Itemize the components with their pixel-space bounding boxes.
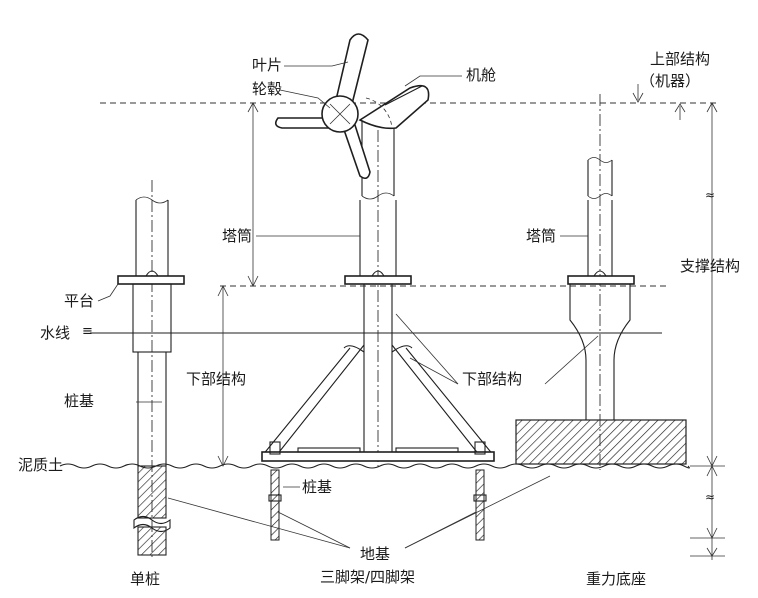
dimension-lines [217, 84, 725, 560]
gravity-base-structure [515, 94, 687, 470]
tripod-quadripod-label: 三脚架/四脚架 [320, 568, 416, 586]
foundation-label: 地基 [360, 545, 391, 563]
support-structure-label: 支撑结构 [680, 257, 741, 275]
gravity-base-block [515, 419, 687, 465]
mudline [59, 463, 690, 469]
nacelle-label: 机舱 [466, 66, 497, 84]
tower-left-label: 塔筒 [222, 227, 253, 245]
gravity-base-label: 重力底座 [586, 570, 647, 588]
blade-label: 叶片 [252, 56, 283, 74]
upper-structure-label: 上部结构 [650, 50, 711, 68]
waterline-label: 水线 [40, 324, 71, 342]
dimension-break-icon: ≈ [705, 490, 716, 504]
lower-structure-left-label: 下部结构 [186, 370, 247, 388]
upper-structure-sub-label: （机器） [640, 72, 701, 90]
monopile-embedded [137, 465, 167, 519]
waterline-marker-icon: ≡ [82, 324, 93, 339]
tripod-structure [261, 110, 495, 541]
mudline-label: 泥质土 [18, 456, 64, 474]
pile-left-label: 桩基 [64, 392, 95, 410]
monopile-label: 单桩 [130, 570, 161, 588]
lower-structure-center-label: 下部结构 [462, 370, 523, 388]
rotor-nacelle [274, 33, 430, 180]
monopile-structure [117, 180, 185, 560]
leader-lines [97, 61, 599, 549]
platform-label: 平台 [64, 292, 95, 310]
hub-label: 轮毂 [252, 80, 283, 98]
pile-center-label: 桩基 [302, 478, 333, 496]
tower-right-label: 塔筒 [526, 227, 557, 245]
dimension-break-icon: ≈ [705, 188, 716, 202]
